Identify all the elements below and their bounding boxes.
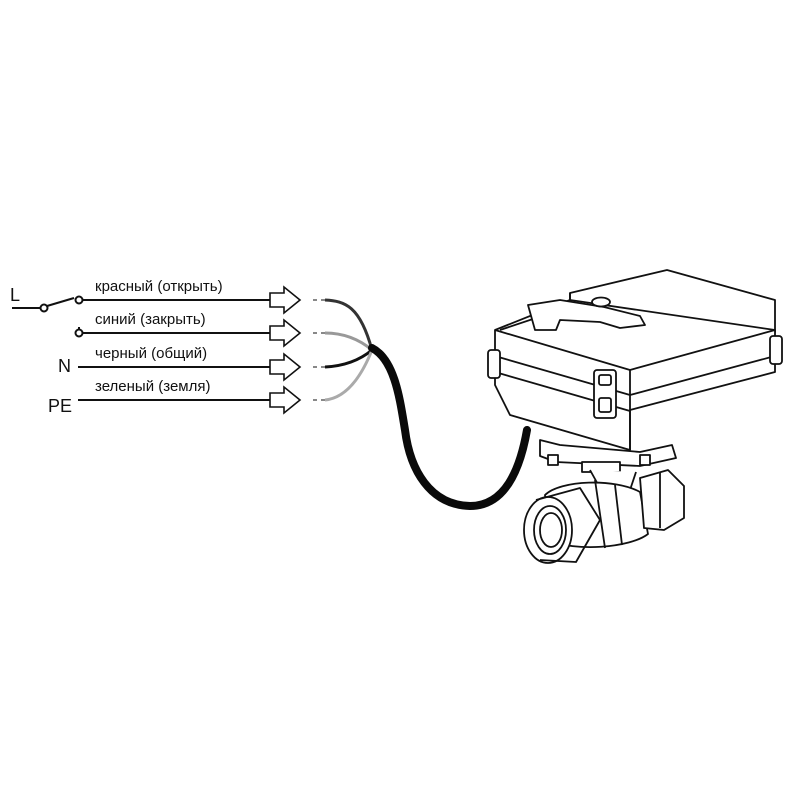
- wire-green: [324, 349, 374, 402]
- terminal-pe-label: PE: [48, 396, 72, 416]
- wire-stubs: [313, 298, 374, 402]
- arrow-connector-1: [269, 285, 302, 315]
- wire-label-green: зеленый (земля): [95, 378, 211, 395]
- connector-arrows: [269, 285, 302, 415]
- wire-blue: [324, 331, 373, 352]
- wire-label-black: черный (общий): [95, 345, 207, 362]
- side-clip-right: [769, 335, 783, 365]
- manual-lever: [527, 299, 646, 331]
- arrow-connector-2: [269, 318, 302, 348]
- terminal-l-label: L: [10, 285, 20, 305]
- terminal-n-label: N: [58, 356, 71, 376]
- wire-label-red: красный (открыть): [95, 278, 223, 295]
- side-clip-left: [487, 349, 501, 379]
- switch: [12, 295, 84, 338]
- valve-actuator: [487, 269, 783, 564]
- cable: [368, 344, 531, 511]
- wire-black: [324, 348, 373, 369]
- lever-pivot: [591, 296, 611, 308]
- wire-label-blue: синий (закрыть): [95, 311, 206, 328]
- right-hex-nut: [639, 469, 685, 531]
- arrow-connector-4: [269, 385, 302, 415]
- wire-red: [324, 298, 374, 351]
- conductor-lines: [78, 299, 270, 401]
- arrow-connector-3: [269, 352, 302, 382]
